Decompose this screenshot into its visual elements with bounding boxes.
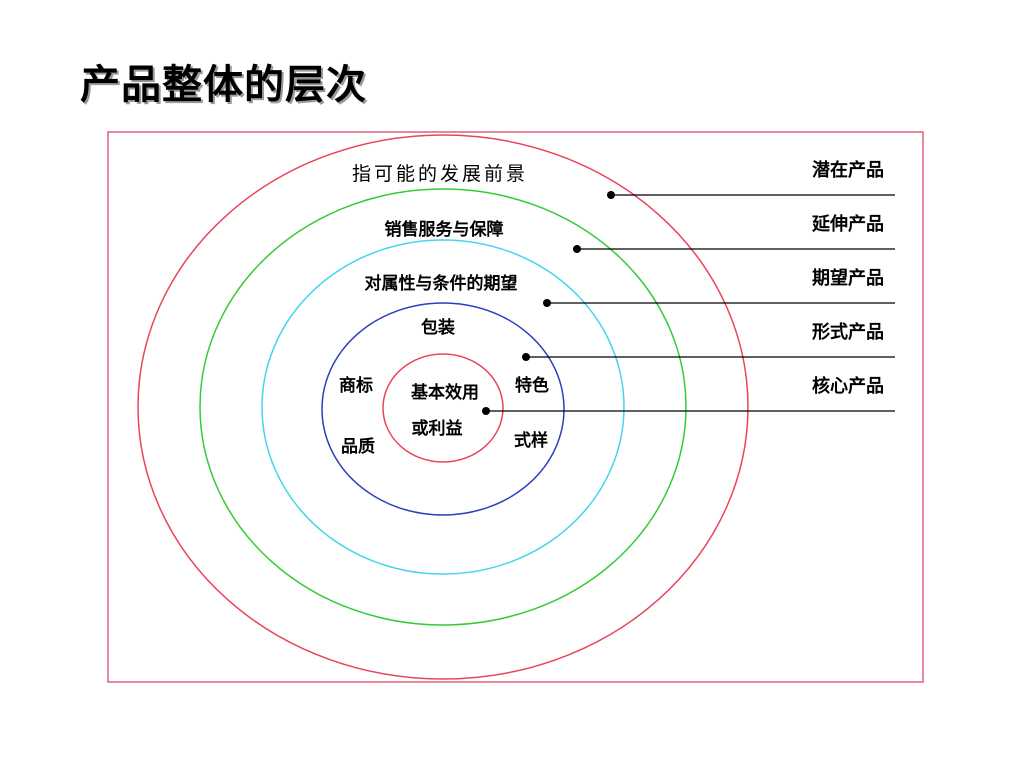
label-features: 特色 bbox=[515, 375, 549, 396]
label-expected-desc: 对属性与条件的期望 bbox=[365, 273, 518, 294]
label-quality: 品质 bbox=[341, 437, 375, 457]
ring-extended bbox=[199, 188, 687, 626]
label-packaging: 包装 bbox=[421, 317, 455, 338]
level-label-expected: 期望产品 bbox=[812, 267, 884, 289]
level-label-formal: 形式产品 bbox=[812, 321, 884, 343]
level-label-potential: 潜在产品 bbox=[812, 159, 884, 181]
ring-core bbox=[382, 353, 504, 463]
ring-potential bbox=[137, 134, 749, 680]
level-label-extended: 延伸产品 bbox=[811, 213, 884, 235]
ring-formal bbox=[321, 302, 565, 516]
leader-dot-extended bbox=[573, 245, 581, 253]
slide-title: 产品整体的层次 bbox=[80, 62, 367, 108]
leader-dot-formal bbox=[522, 353, 530, 361]
level-label-core: 核心产品 bbox=[812, 375, 884, 397]
label-extended-desc: 销售服务与保障 bbox=[385, 219, 504, 240]
leader-dot-expected bbox=[543, 299, 551, 307]
ring-expected bbox=[261, 239, 625, 575]
label-brand: 商标 bbox=[339, 375, 373, 396]
label-core-line2: 或利益 bbox=[412, 418, 463, 439]
label-core-line1: 基本效用 bbox=[410, 382, 479, 403]
label-potential-desc: 指可能的发展前景 bbox=[352, 163, 528, 185]
diagram-frame bbox=[107, 131, 924, 683]
label-style: 式样 bbox=[514, 430, 548, 451]
leader-dot-core bbox=[482, 407, 490, 415]
leader-dot-potential bbox=[607, 191, 615, 199]
